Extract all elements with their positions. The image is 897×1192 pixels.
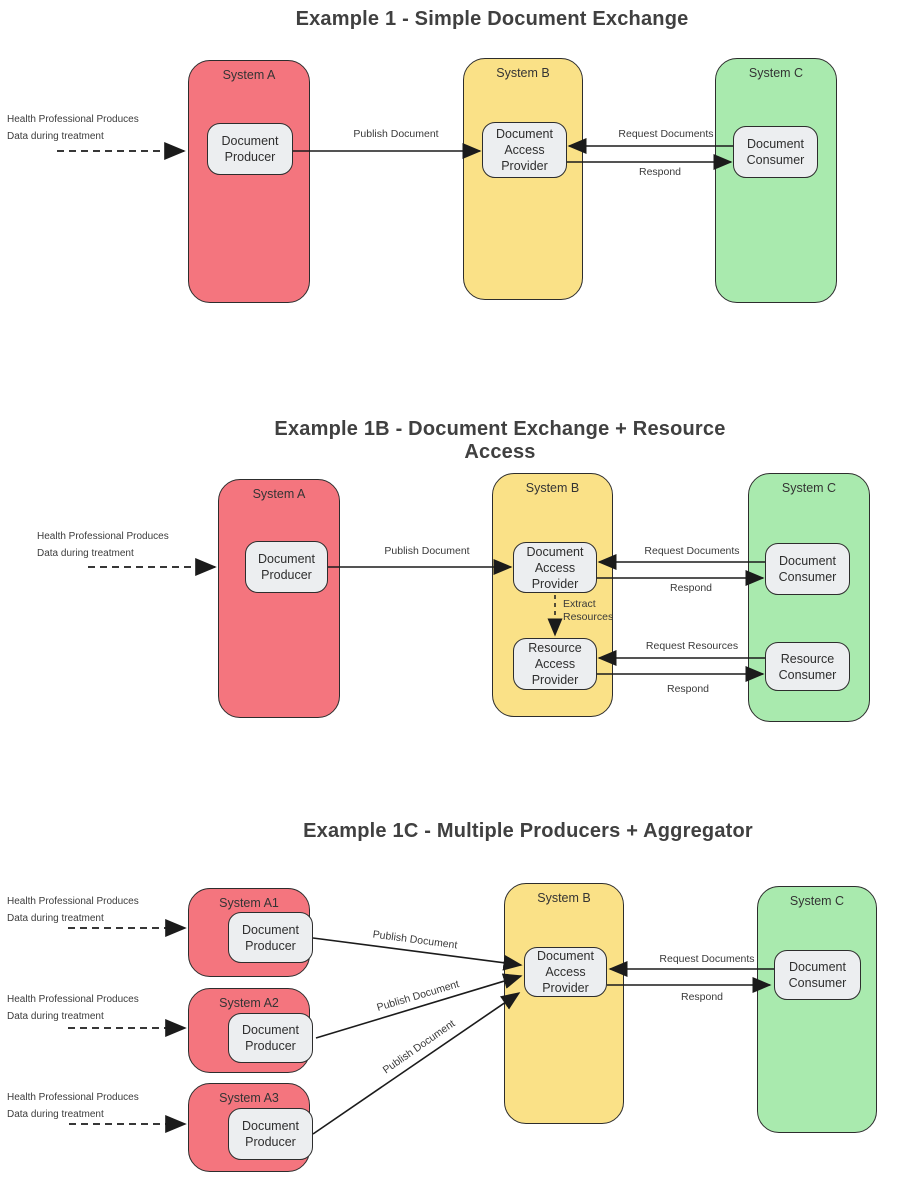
resource-access-provider-box: Resource Access Provider [513,638,597,690]
system-b-label: System B [537,891,591,905]
edge-label-request-documents: Request Documents [644,545,740,557]
document-producer-box: Document Producer [207,123,293,175]
edge-label-request-resources: Request Resources [645,640,739,652]
system-c-label: System C [748,66,804,80]
annotation-health-professional: Health Professional Produces Data during… [37,531,169,559]
edge-label-respond-resources: Respond [666,683,710,695]
system-b-label: System B [525,481,580,495]
annotation-health-professional-1: Health Professional Produces Data during… [7,896,139,924]
system-a-container: System A [188,60,310,303]
system-b-label: System B [496,66,550,80]
diagram-title: Example 1 - Simple Document Exchange [295,8,689,30]
system-b-container: System B [504,883,624,1124]
system-a1-label: System A1 [219,896,279,910]
system-a-container: System A [218,479,340,718]
document-producer-3-box: Document Producer [228,1108,313,1160]
edge-label-respond: Respond [638,166,682,178]
document-access-provider-box: Document Access Provider [482,122,567,178]
system-a2-label: System A2 [219,996,279,1010]
edge-publish-document-2 [315,973,523,1039]
system-b-container: System B [463,58,583,300]
system-c-label: System C [781,481,837,495]
document-consumer-box: Document Consumer [774,950,861,1000]
edge-label-publish-document-3: Publish Document [380,1017,458,1077]
system-a-label: System A [252,487,306,501]
resource-consumer-box: Resource Consumer [765,642,850,691]
example-1b-edges [88,554,765,682]
document-producer-box: Document Producer [245,541,328,593]
document-producer-1-box: Document Producer [228,912,313,963]
diagram-title: Example 1B - Document Exchange + Resourc… [274,418,726,463]
system-c-container: System C [715,58,837,303]
edge-label-request-documents: Request Documents [659,953,755,965]
edge-label-respond: Respond [680,991,724,1003]
system-c-label: System C [789,894,845,908]
example-1-edges [57,138,733,170]
document-consumer-box: Document Consumer [765,543,850,595]
annotation-health-professional: Health Professional Produces Data during… [7,114,139,142]
edge-label-respond-documents: Respond [669,582,713,594]
diagram-title: Example 1C - Multiple Producers + Aggreg… [303,820,753,842]
document-access-provider-box: Document Access Provider [513,542,597,593]
system-c-container: System C [757,886,877,1133]
edge-label-publish-document-1: Publish Document [371,928,459,952]
edge-label-extract-resources: Extract Resources [563,598,614,624]
system-a3-label: System A3 [219,1091,279,1105]
system-a-label: System A [222,68,276,82]
edge-label-request-documents: Request Documents [618,128,714,140]
document-producer-2-box: Document Producer [228,1013,313,1063]
document-consumer-box: Document Consumer [733,126,818,178]
document-access-provider-box: Document Access Provider [524,947,607,997]
annotation-health-professional-3: Health Professional Produces Data during… [7,1092,139,1120]
annotation-health-professional-2: Health Professional Produces Data during… [7,994,139,1022]
edge-publish-document-3 [312,992,521,1135]
edge-label-publish-document: Publish Document [353,128,439,140]
edge-label-publish-document: Publish Document [384,545,470,557]
